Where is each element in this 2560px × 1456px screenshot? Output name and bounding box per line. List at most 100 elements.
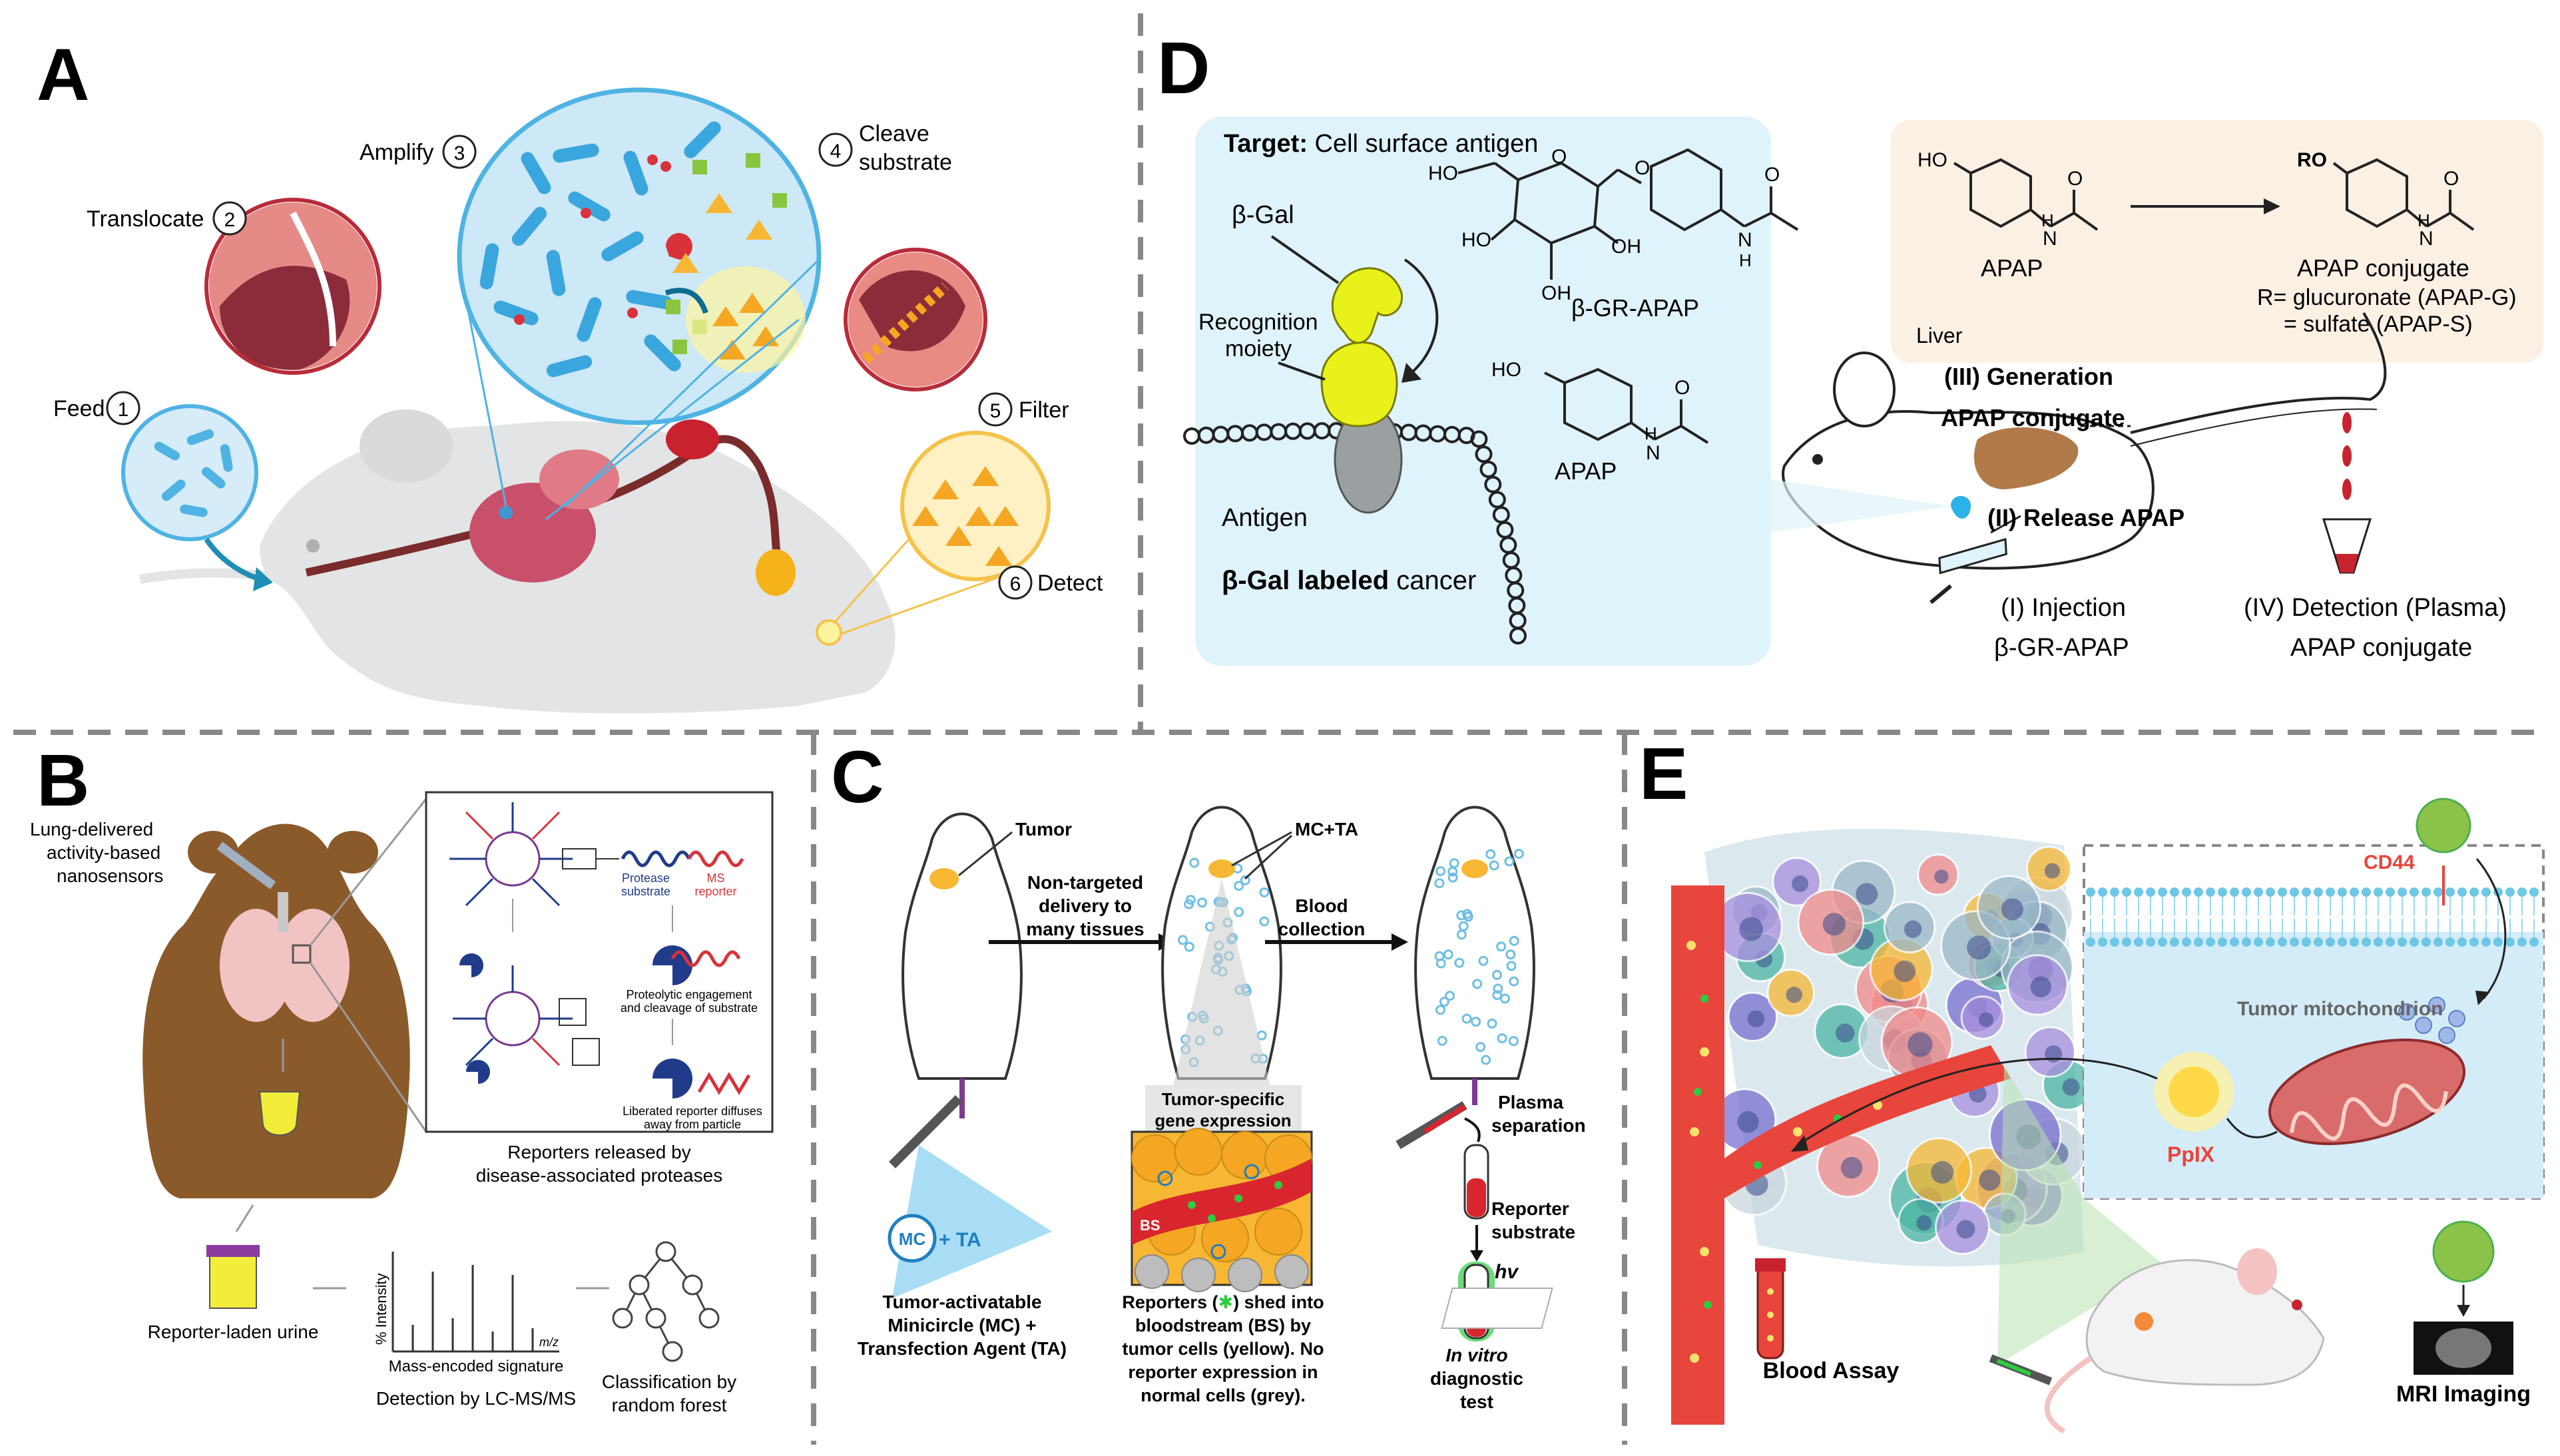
mol1-ho-2: HO <box>1461 229 1491 251</box>
translocate-tissue <box>220 266 350 370</box>
entry-arrowhead <box>2475 991 2490 1005</box>
bgal-label: β-Gal <box>1232 201 1294 229</box>
minicircle-1: Tumor-activatable <box>882 1292 1041 1312</box>
tumor-cell-nucleus <box>1739 917 1764 941</box>
lipid-head-bottom <box>2505 937 2515 947</box>
mc-dot <box>1445 991 1455 1001</box>
nanosensor-line3: nanosensors <box>57 865 163 886</box>
mc-dot <box>1509 935 1519 946</box>
ms-reporter-1: MS <box>707 871 725 885</box>
plasma-1: Plasma <box>1498 1092 1563 1112</box>
syringe-c3-blood <box>1423 1104 1467 1134</box>
antigen-label: Antigen <box>1222 504 1308 532</box>
lipid-head-bottom <box>2194 937 2203 947</box>
membrane-bead <box>1475 445 1493 463</box>
mc-dot <box>1513 848 1524 859</box>
reporters-post: ) shed into <box>1233 1292 1324 1312</box>
nontargeted-3: many tissues <box>1026 919 1144 939</box>
arrow-syringe-tube <box>1464 1117 1481 1142</box>
lipid-head-bottom <box>2302 937 2311 947</box>
lipid-head-top <box>2110 887 2119 897</box>
mc-dot <box>1435 866 1446 877</box>
feed-arrow <box>204 537 261 582</box>
zoom-line-a2 <box>545 318 800 521</box>
organ-kidney-a <box>666 419 719 459</box>
invitro-2: diagnostic <box>1430 1368 1523 1389</box>
mouse-tumor-e <box>2135 1312 2153 1331</box>
vessel-green-dots <box>1694 995 1842 1309</box>
tumor-c1 <box>929 868 959 889</box>
vessel-main <box>1671 885 1724 1425</box>
mc-dot <box>1458 921 1469 931</box>
invitro-1: In vitro <box>1445 1345 1507 1365</box>
mol1-ho: HO <box>1428 162 1458 184</box>
mouse-eye-a <box>306 539 320 553</box>
mc-dot <box>1472 979 1483 989</box>
membrane-bead <box>1479 461 1497 478</box>
amplify-arrow <box>664 288 708 314</box>
mc-circle <box>888 1214 937 1263</box>
protease-substrate-1: Protease <box>622 871 670 885</box>
tumor-cell-nucleus <box>1737 1111 1759 1133</box>
step4-line1: (IV) Detection (Plasma) <box>2244 594 2507 622</box>
mc-dot <box>1454 957 1465 968</box>
reporter-wave <box>687 850 744 867</box>
tumor-cell-nucleus <box>2045 1045 2063 1063</box>
panel-dividers <box>13 13 2547 1445</box>
mouse-tail-a <box>138 568 304 584</box>
bgal-labeled-rest: cancer <box>1389 566 1476 595</box>
plus-ta-label: + TA <box>939 1229 981 1251</box>
step-detect-num: 6 <box>1010 573 1021 595</box>
lipid-head-top <box>2457 887 2467 897</box>
mri-brain <box>2435 1328 2491 1368</box>
mc-dot <box>1475 1042 1486 1053</box>
panel-a-letter: A <box>37 34 89 116</box>
urine-cup <box>209 1251 257 1309</box>
mc-dot <box>1447 866 1458 877</box>
cone-c2 <box>1172 879 1272 1092</box>
step-filter-badge <box>978 392 1013 427</box>
filter-ring <box>844 248 987 391</box>
mol4-o: O <box>2443 168 2459 190</box>
lipid-head-top <box>2122 887 2131 897</box>
lipid-head-bottom <box>2278 937 2287 947</box>
highlight-box-bottom-2 <box>572 1038 600 1066</box>
mc-dot <box>1439 997 1449 1007</box>
lipid-head-top <box>2350 887 2359 897</box>
tumor-cell-nucleus <box>1836 1023 1855 1043</box>
reporters-line1: Reporters (✱) shed into <box>1122 1292 1324 1312</box>
step3-line1: (III) Generation <box>1944 363 2113 390</box>
lipid-head-bottom <box>2086 937 2095 947</box>
protease-small-1 <box>459 953 483 977</box>
lipid-head-top <box>2146 887 2155 897</box>
mc-dot <box>1504 856 1515 867</box>
step1-line2: β-GR-APAP <box>1994 634 2129 662</box>
step3-line2: APAP conjugate <box>1941 404 2125 431</box>
tumor-cell-nucleus <box>2044 863 2060 879</box>
step-filter-label: Filter <box>1019 397 1069 423</box>
membrane-bead <box>1484 475 1502 493</box>
lipid-head-top <box>2469 887 2479 897</box>
protease-substrate-2: substrate <box>621 885 670 898</box>
panel-a: A <box>37 34 1103 714</box>
invitro-3: test <box>1460 1391 1493 1412</box>
bgal-labeled-bold: β-Gal labeled <box>1222 566 1389 595</box>
tumor-cell-nucleus <box>1894 960 1916 983</box>
lipid-head-bottom <box>2445 937 2455 947</box>
mc-dot <box>1435 958 1446 969</box>
liberated-2: away from particle <box>644 1118 741 1131</box>
liver-box <box>1891 120 2543 363</box>
detect-zoom-1 <box>824 539 910 633</box>
substrate-wave <box>621 850 691 867</box>
mouse-ear-d <box>1833 352 1896 427</box>
mol1-o-carbonyl: O <box>1764 164 1780 186</box>
liver-organ-d <box>1973 427 2079 489</box>
lipid-head-top <box>2278 887 2287 897</box>
tumor-specific-1: Tumor-specific <box>1162 1089 1284 1109</box>
blood-tube-cap <box>1755 1258 1786 1272</box>
step-cleave-label-2: substrate <box>859 150 952 175</box>
translocate-vessel <box>290 211 336 347</box>
cleave-arrow <box>1404 258 1439 374</box>
conjugation-arrowhead <box>2264 198 2280 214</box>
mol1-oh-1: OH <box>1541 282 1571 304</box>
